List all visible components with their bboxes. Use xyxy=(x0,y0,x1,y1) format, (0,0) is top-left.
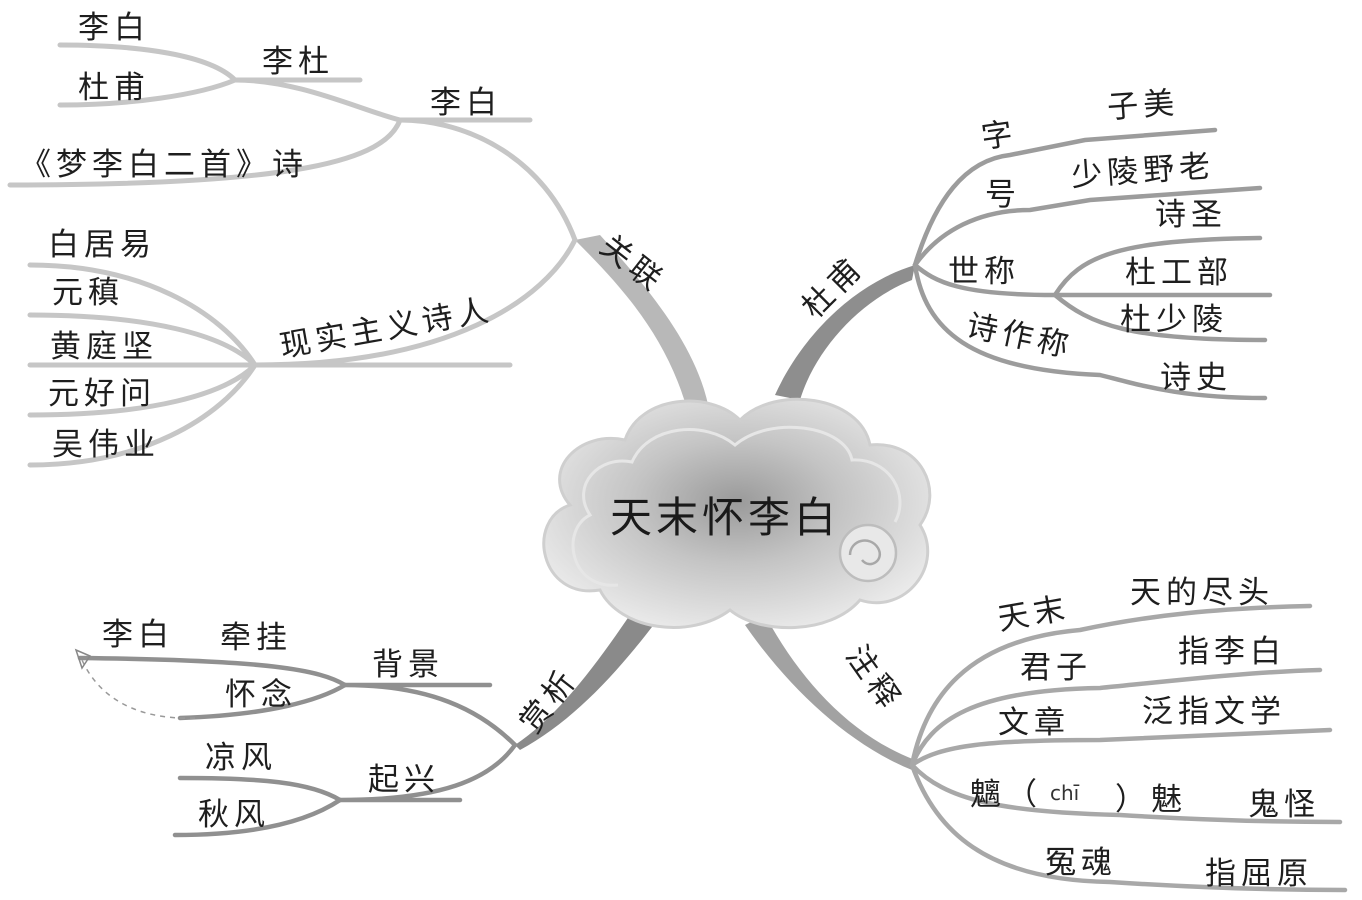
guanlian-links xyxy=(7,42,578,468)
label-realism-child-2: 元稹 xyxy=(52,275,124,311)
label-shizuo: 诗作称 xyxy=(963,308,1076,366)
link-zhushi-2 xyxy=(909,667,1323,768)
dufu-links xyxy=(912,127,1273,401)
label-beijing: 背景 xyxy=(372,647,444,683)
center-cloud xyxy=(542,397,932,630)
label-shicheng-1: 诗圣 xyxy=(1155,197,1227,233)
label-zhushi-term-2: 君子 xyxy=(1020,650,1092,686)
label-shicheng: 世称 xyxy=(948,254,1020,290)
label-zhushi-meaning-2: 指李白 xyxy=(1178,634,1286,670)
link-lidu-libai xyxy=(57,42,238,83)
main-branch-dufu xyxy=(775,265,915,400)
label-beijing-child-2: 怀念 xyxy=(225,677,297,713)
label-realism-child-1: 白居易 xyxy=(48,227,156,263)
link-guanlian-realism xyxy=(254,237,578,368)
label-zi: 字 xyxy=(979,115,1020,156)
label-zhushi-meaning-5: 指屈原 xyxy=(1205,856,1313,892)
label-realism-child-4: 元好问 xyxy=(48,376,156,412)
link-realism-5 xyxy=(27,362,258,468)
link-zhushi-5 xyxy=(909,762,1348,893)
label-zhushi-term-3: 文章 xyxy=(998,705,1070,741)
label-lidu: 李杜 xyxy=(262,44,334,80)
label-shizuo-value: 诗史 xyxy=(1160,360,1232,396)
label-qixing-child-2: 秋风 xyxy=(198,797,270,833)
link-shangxi-qixing xyxy=(339,742,518,803)
label-realism-child-5: 吴伟业 xyxy=(52,427,160,463)
label-poem: 《梦李白二首》诗 xyxy=(20,147,308,183)
link-guanlian-libai xyxy=(399,117,578,243)
label-shicheng-3: 杜少陵 xyxy=(1120,302,1228,338)
zhushi-links xyxy=(909,603,1348,893)
shangxi-links xyxy=(77,655,518,838)
label-realism-child-3: 黄庭坚 xyxy=(50,329,158,365)
link-realism-1 xyxy=(27,262,258,368)
label-zhushi-meaning-1: 天的尽头 xyxy=(1130,575,1274,611)
link-libai-poem xyxy=(7,117,403,188)
label-libai-node: 李白 xyxy=(430,85,502,121)
label-beijing-target: 李白 xyxy=(102,617,174,653)
label-qixing: 起兴 xyxy=(368,762,440,798)
label-beijing-child-1: 牵挂 xyxy=(220,620,292,656)
label-zhushi: 注释 xyxy=(838,639,909,719)
link-dufu-zi xyxy=(912,127,1218,268)
link-zhushi-4 xyxy=(909,762,1343,825)
link-zhushi-3 xyxy=(909,727,1333,768)
dashed-arrow xyxy=(81,659,196,719)
link-dufu-hao xyxy=(912,185,1263,268)
label-zi-value: 子美 xyxy=(1106,85,1180,126)
link-shangxi-beijing xyxy=(344,682,518,748)
link-libai-lidu xyxy=(234,77,403,123)
label-lidu-child-1: 李白 xyxy=(78,10,150,46)
link-shicheng-3 xyxy=(1052,292,1268,343)
label-zhushi-meaning-4: 鬼怪 xyxy=(1248,787,1320,823)
link-realism-2 xyxy=(27,312,258,368)
arrow-head xyxy=(74,648,92,670)
link-qixing-qiufeng xyxy=(172,797,343,838)
label-lidu-child-2: 杜甫 xyxy=(78,70,150,106)
link-beijing-qiangua xyxy=(77,655,348,688)
main-branch-zhushi xyxy=(745,615,915,770)
link-zhushi-1 xyxy=(909,603,1313,768)
label-zhushi-meaning-3: 泛指文学 xyxy=(1142,694,1286,730)
label-hao-value: 少陵野老 xyxy=(1070,148,1216,194)
label-qixing-child-1: 凉风 xyxy=(205,740,277,776)
main-branch-shangxi xyxy=(515,600,665,750)
label-shicheng-2: 杜工部 xyxy=(1125,255,1233,291)
label-zhushi-term-4a: 魑（ xyxy=(970,777,1042,813)
link-dufu-shizuo xyxy=(912,262,1268,401)
link-beijing-huainian xyxy=(177,682,348,721)
link-shicheng-1 xyxy=(1052,235,1263,298)
link-qixing-liangfeng xyxy=(177,775,343,803)
label-hao: 号 xyxy=(985,177,1021,213)
center-title: 天末怀李白 xyxy=(610,493,840,542)
label-zhushi-term-5: 冤魂 xyxy=(1045,845,1117,881)
link-dufu-shicheng xyxy=(912,262,1058,298)
link-lidu-dufu xyxy=(57,77,238,108)
link-realism-4 xyxy=(27,362,258,418)
label-zhushi-term-4b: ）魅 xyxy=(1115,782,1187,818)
main-branch-guanlian xyxy=(575,235,710,420)
label-zhushi-pinyin: chī xyxy=(1050,781,1080,805)
